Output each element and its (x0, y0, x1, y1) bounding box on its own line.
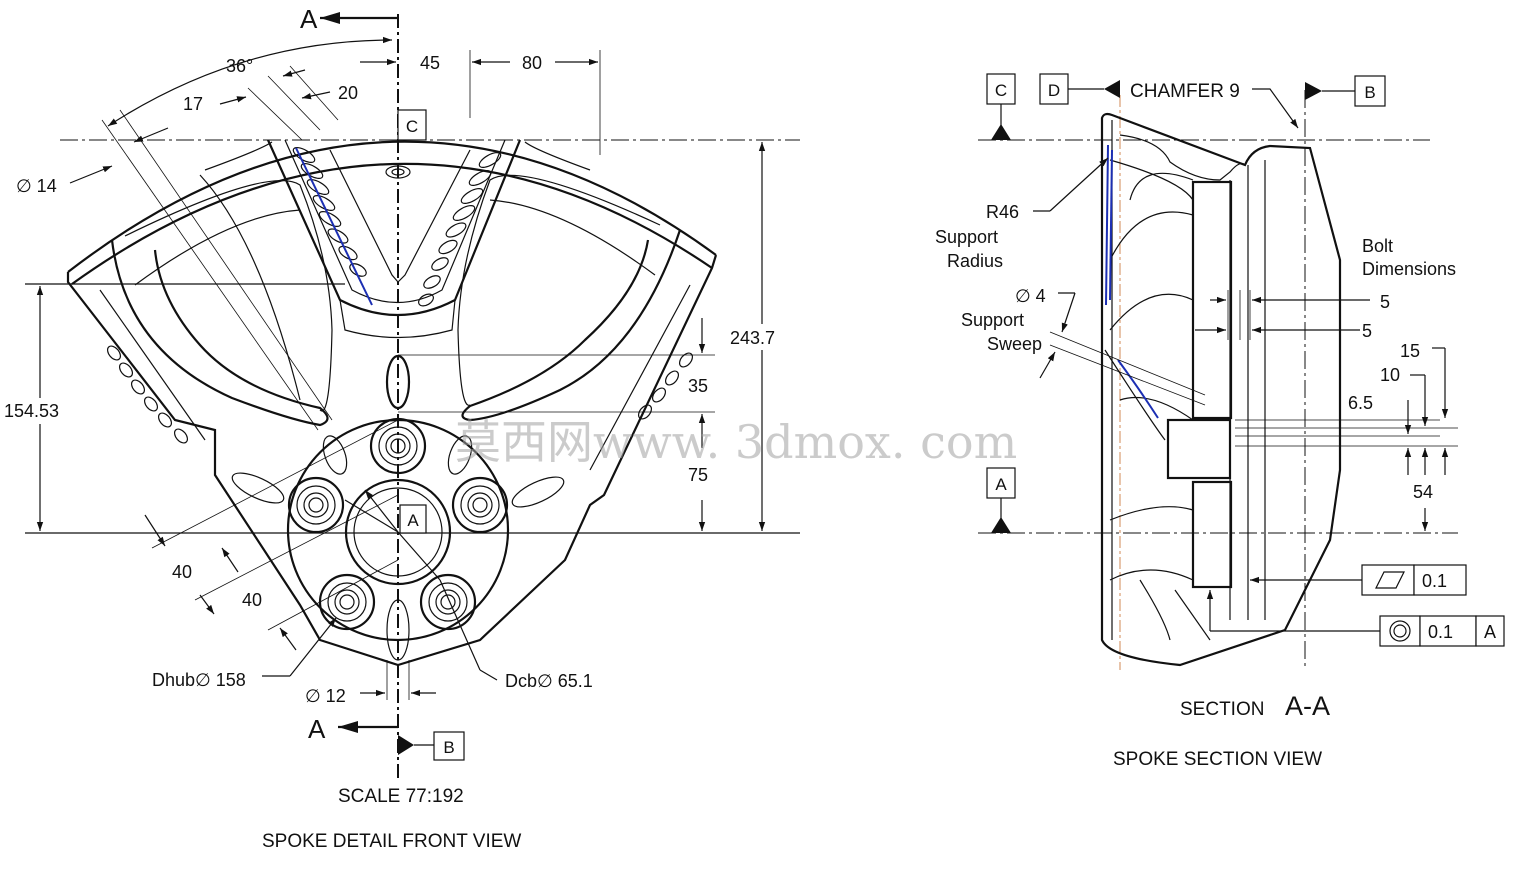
right-panel-slots (637, 352, 694, 420)
r46-label: R46 (986, 202, 1019, 222)
dim-75-label: 75 (688, 465, 708, 485)
datum-a-label-front: A (407, 511, 419, 530)
datum-c-box-front (397, 109, 427, 141)
datum-d-box-section (1039, 73, 1069, 105)
datum-d-label-section: D (1048, 81, 1060, 100)
section-profile (1100, 112, 1342, 667)
bolt-dimensions-line2: Dimensions (1362, 259, 1456, 279)
angle-36-arc (107, 36, 393, 127)
dim-80-label: 80 (522, 53, 542, 73)
concentricity-value: 0.1 (1428, 622, 1453, 642)
dim-154-53-label: 154.53 (4, 401, 59, 421)
dim-6-5-label: 6.5 (1348, 393, 1373, 413)
dim-54-label: 54 (1413, 482, 1433, 502)
dim-10-label: 10 (1380, 365, 1400, 385)
section-blue-radius-2 (1109, 149, 1113, 301)
dia4-sweep-label: Sweep (987, 334, 1042, 354)
watermark-text: 莫西网www. 3dmox. com (455, 415, 1017, 469)
section-word: SECTION (1180, 699, 1264, 720)
upper-slot (385, 354, 411, 410)
flatness-value-cell (1413, 564, 1467, 596)
front-view: A A A 36° 45 80 17 20 (2, 4, 800, 852)
section-view: C D CHAMFER 9 B R46 Support Radius Bolt … (935, 73, 1505, 770)
lug-holes (287, 417, 509, 631)
dim-5a-label: 5 (1380, 292, 1390, 312)
dim-dia12-label: ∅ 12 (305, 686, 346, 706)
section-bolt-seat (1166, 418, 1232, 480)
wheel-sector-outline (66, 140, 718, 667)
flatness-symbol-cell (1361, 564, 1415, 596)
datum-b-box-front (433, 731, 465, 761)
section-a-top-label: A (300, 4, 318, 34)
dia4-label: ∅ 4 (1015, 286, 1046, 306)
bolt-dimensions-line1: Bolt (1362, 236, 1393, 256)
section-hub-block-lower (1191, 480, 1233, 589)
concentricity-value-cell (1419, 615, 1477, 647)
datum-c-box-section (986, 73, 1016, 105)
datum-b-label-front: B (443, 738, 454, 757)
dim-dhub-label: Dhub∅ 158 (152, 670, 246, 690)
dia4-support-label: Support (961, 310, 1024, 330)
right-spoke-slots (418, 152, 502, 307)
concentricity-icon (1389, 620, 1411, 642)
dim-35-label: 35 (688, 376, 708, 396)
datum-b-box-section (1354, 75, 1386, 107)
datum-a-box-front (399, 504, 427, 534)
dim-20-label: 20 (338, 83, 358, 103)
r46-support-label: Support (935, 227, 998, 247)
dim-17-label: 17 (183, 94, 203, 114)
right-spoke-window (457, 141, 682, 422)
concentricity-datum: A (1484, 622, 1496, 642)
datum-a-box-section (986, 467, 1016, 499)
section-a-bottom-label: A (308, 714, 326, 744)
front-scale-label: SCALE 77:192 (338, 786, 464, 807)
section-blue-radius (1105, 144, 1109, 306)
hub (231, 354, 565, 661)
dim-243-7-label: 243.7 (730, 328, 775, 348)
chamfer-label: CHAMFER 9 (1130, 81, 1240, 102)
r46-radius-label: Radius (947, 251, 1003, 271)
lower-slot (386, 599, 410, 661)
dim-dcb-label: Dcb∅ 65.1 (505, 671, 593, 691)
left-spoke-blue-path (295, 147, 373, 306)
concentricity-datum-cell (1475, 615, 1505, 647)
dim-45-label: 45 (420, 53, 440, 73)
flatness-icon (1375, 571, 1405, 589)
center-bore (344, 478, 452, 586)
front-view-caption: SPOKE DETAIL FRONT VIEW (262, 831, 521, 852)
dim-40a-label: 40 (172, 562, 192, 582)
angle-36-label: 36° (226, 56, 253, 76)
center-spokes (266, 139, 522, 339)
datum-a-label-section: A (995, 475, 1007, 494)
datum-c-label-front: C (406, 117, 418, 136)
left-panel-slots (106, 345, 189, 444)
dim-40b-label: 40 (242, 590, 262, 610)
section-id: A-A (1285, 691, 1330, 721)
flatness-value: 0.1 (1422, 571, 1447, 591)
section-blue-sweep (1117, 359, 1159, 419)
datum-c-label-section: C (995, 81, 1007, 100)
valve-hole (385, 165, 411, 179)
section-view-caption: SPOKE SECTION VIEW (1113, 749, 1322, 770)
dim-5b-label: 5 (1362, 321, 1372, 341)
dim-15-label: 15 (1400, 341, 1420, 361)
datum-b-label-section: B (1364, 83, 1375, 102)
left-spoke-slots (292, 147, 367, 277)
dim-dia14-label: ∅ 14 (16, 176, 57, 196)
